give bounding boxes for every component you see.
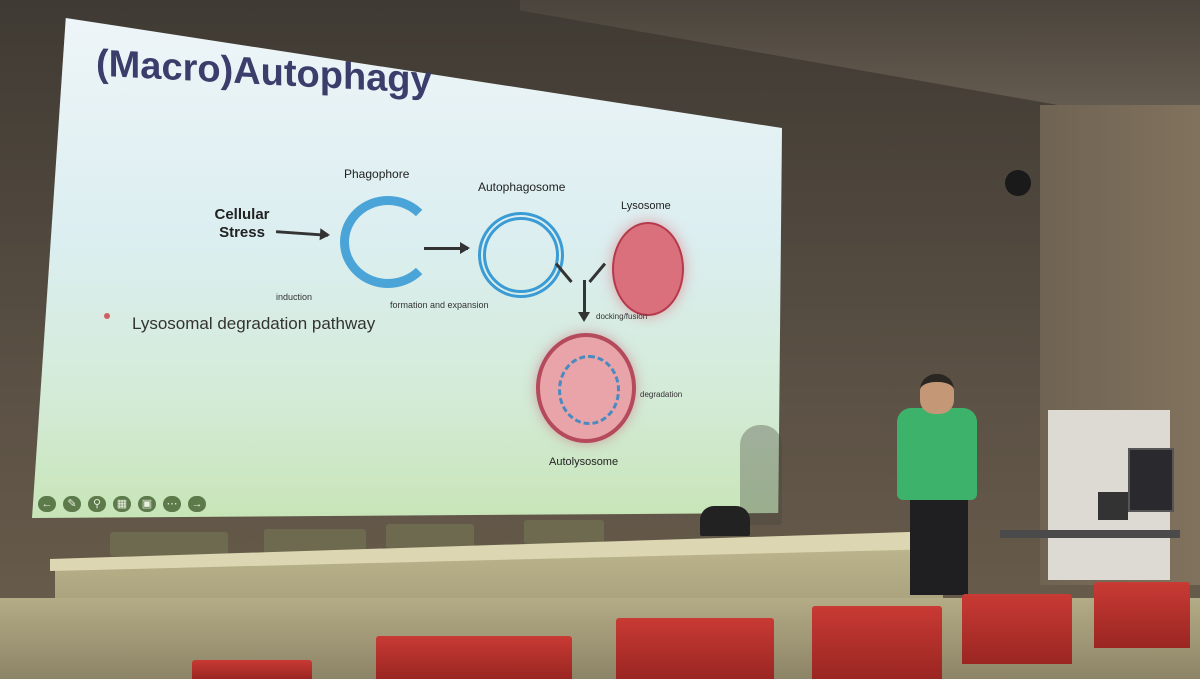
speaker-shadow — [740, 425, 782, 525]
label-degradation: degradation — [640, 390, 683, 399]
speaker-head — [920, 374, 954, 414]
docking-arrow — [578, 280, 590, 322]
label-docking: docking/fusion — [596, 312, 648, 321]
chair-back — [700, 506, 750, 536]
speaker — [897, 408, 977, 500]
lysosome-shape — [612, 222, 684, 316]
back-arrow-icon[interactable]: ← — [38, 496, 56, 512]
chair-back — [386, 524, 474, 548]
chair-back — [264, 529, 366, 553]
podium-monitor — [1128, 448, 1174, 512]
red-seat — [192, 660, 312, 679]
red-seat — [376, 636, 572, 679]
slide-toolbar: ← ✎ ⚲ ▦ ▣ ⋯ → — [38, 496, 206, 512]
label-induction: induction — [276, 292, 313, 302]
chair-back — [110, 532, 228, 556]
autolysosome-shape — [536, 333, 636, 443]
captions-icon[interactable]: ▦ — [113, 496, 131, 512]
label-formation: formation and expansion — [390, 300, 489, 310]
label-autolysosome: Autolysosome — [549, 456, 619, 468]
wall-clock — [1005, 170, 1031, 196]
speaker-legs — [910, 495, 968, 595]
label-autophagosome: Autophagosome — [478, 180, 566, 194]
forward-arrow-icon[interactable]: → — [188, 496, 206, 512]
bullet-text: Lysosomal degradation pathway — [132, 314, 376, 333]
label-lysosome: Lysosome — [621, 200, 671, 212]
laptop — [1098, 492, 1128, 520]
phagophore-shape — [340, 196, 436, 288]
video-off-icon[interactable]: ▣ — [138, 496, 156, 512]
pen-icon[interactable]: ✎ — [63, 496, 81, 512]
red-seat — [616, 618, 774, 679]
more-icon[interactable]: ⋯ — [163, 496, 181, 512]
chair-back — [524, 520, 604, 544]
red-seat — [812, 606, 942, 679]
bullet-icon — [104, 313, 110, 319]
red-seat — [1094, 582, 1190, 648]
label-cellular-stress: Cellular Stress — [214, 206, 270, 241]
side-table — [1000, 530, 1180, 538]
autophagosome-shape — [478, 212, 564, 298]
zoom-icon[interactable]: ⚲ — [88, 496, 106, 512]
arrow-formation — [424, 242, 470, 254]
label-phagophore: Phagophore — [344, 167, 410, 181]
red-seat — [962, 594, 1072, 664]
